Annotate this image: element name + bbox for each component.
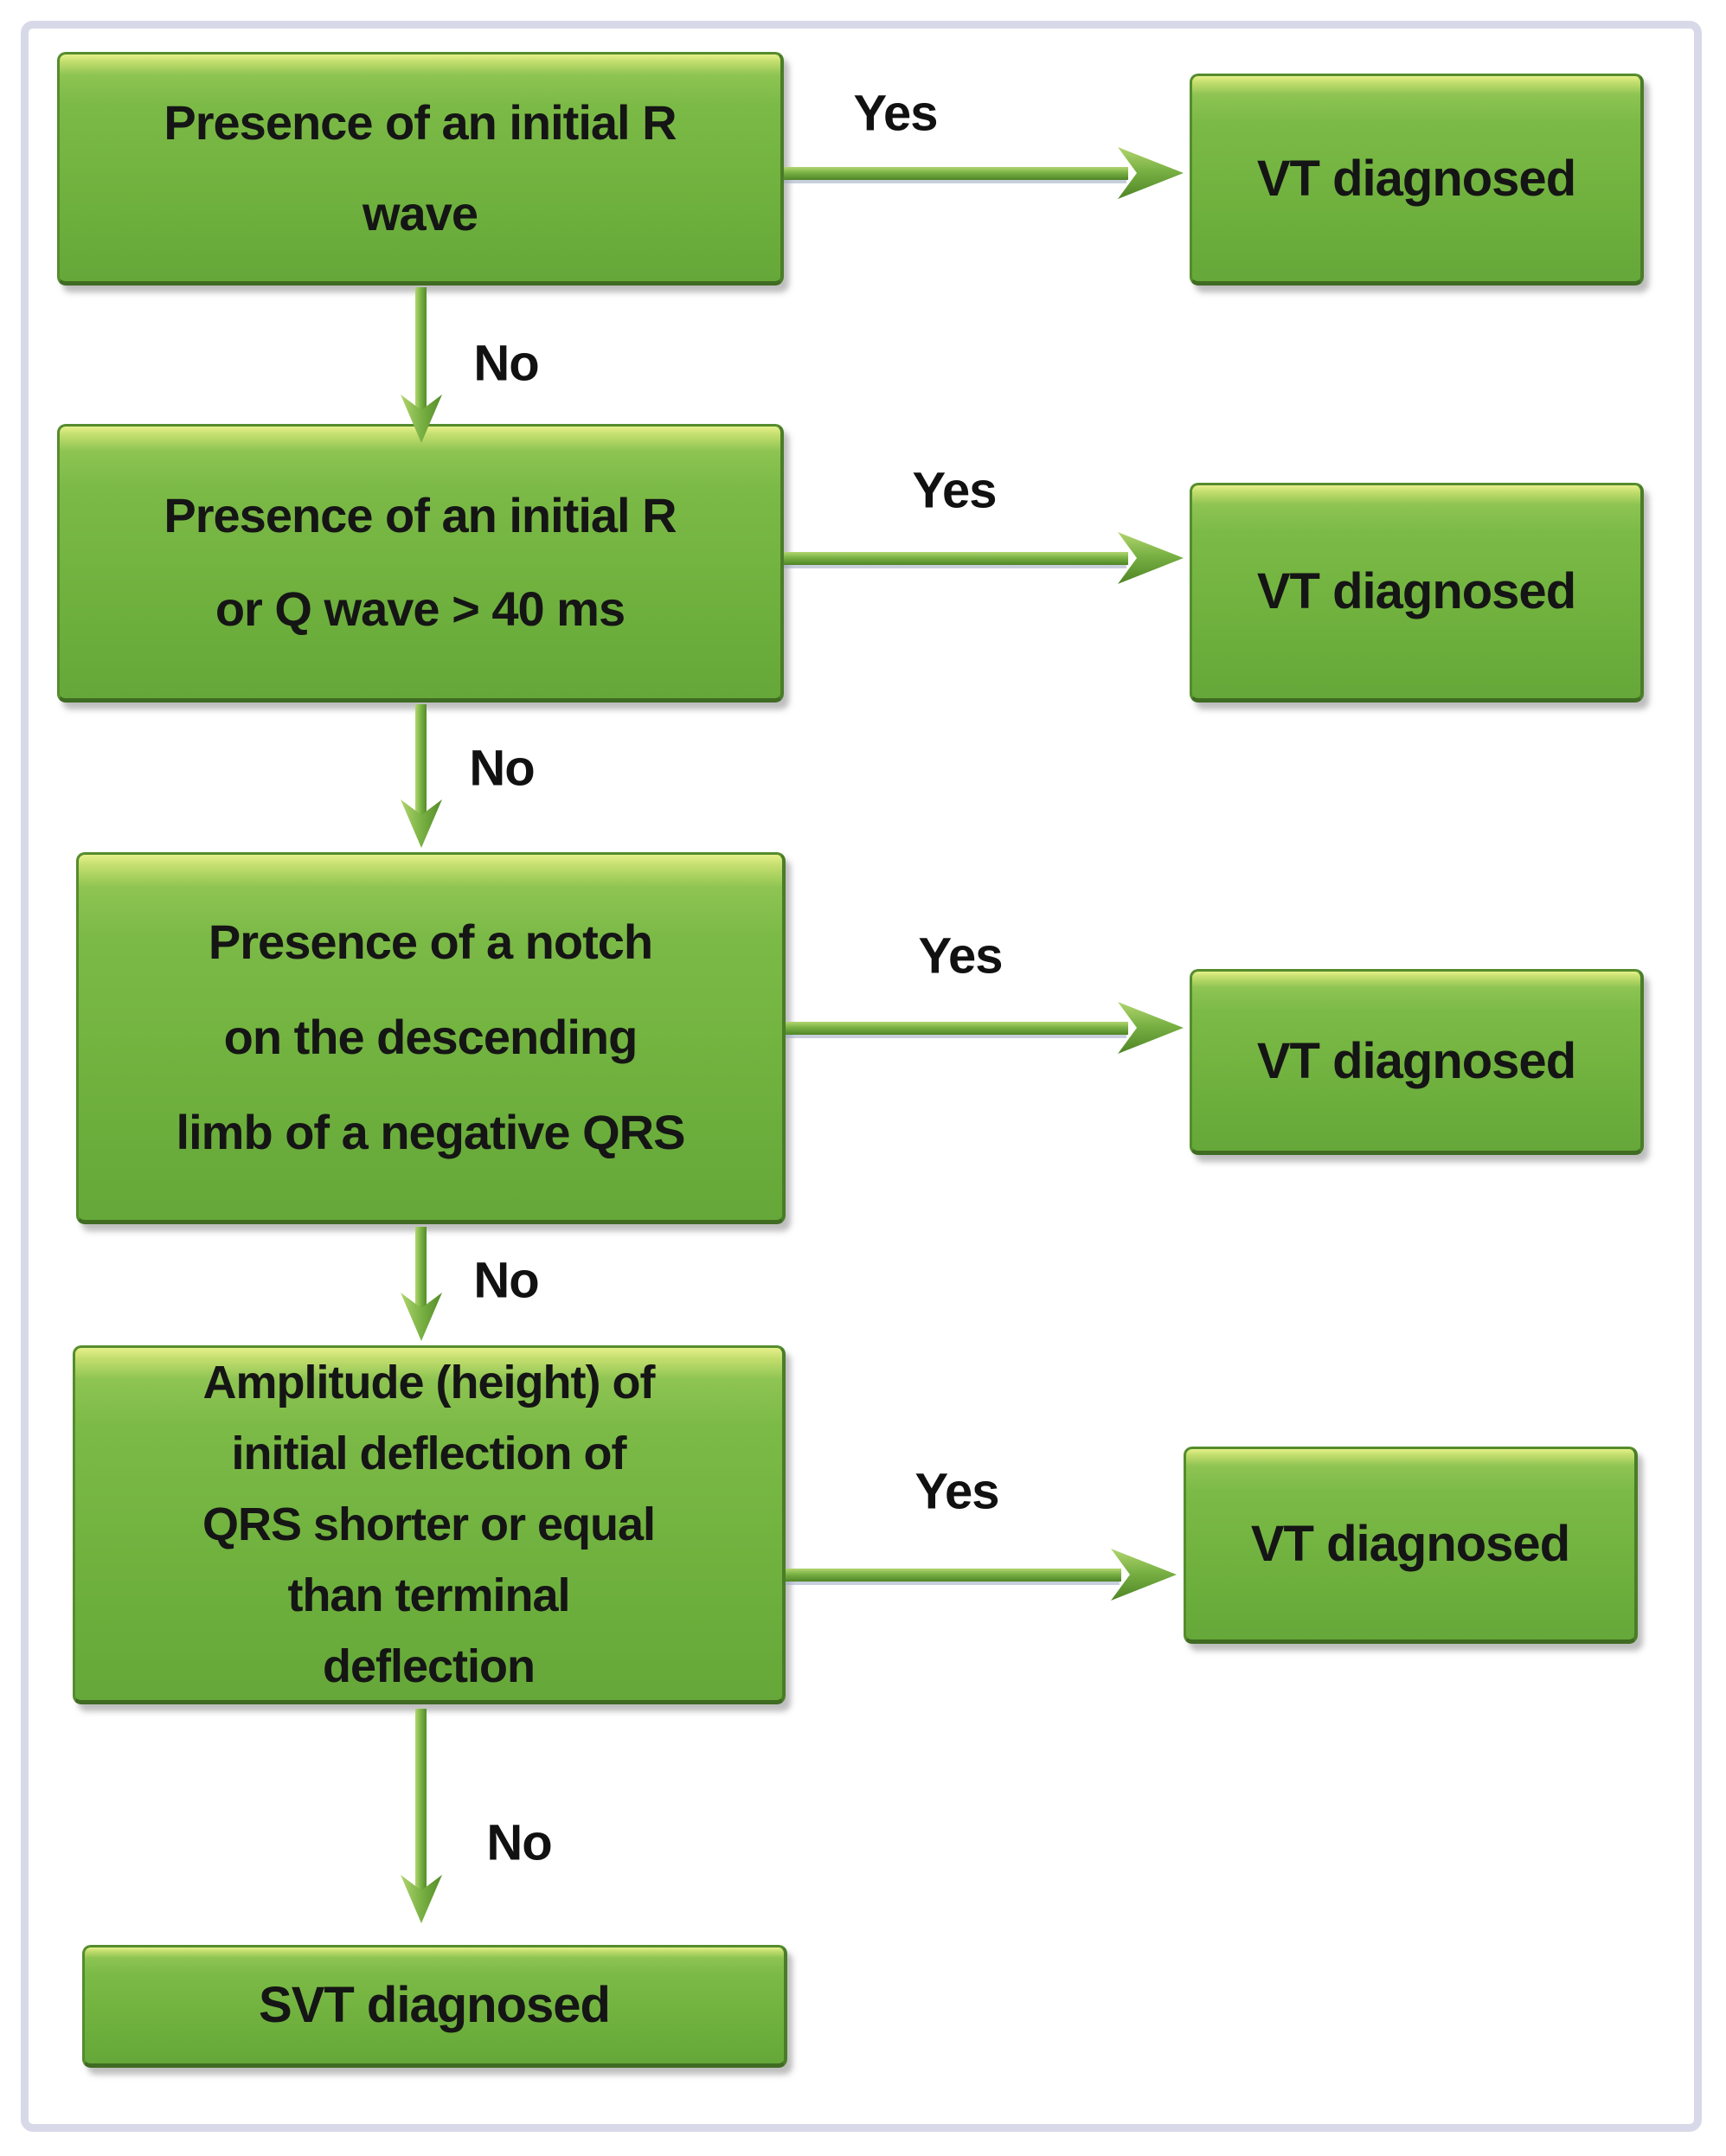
no-arrow-2: [395, 704, 447, 854]
yes-arrow-4: [786, 1547, 1177, 1607]
node-question-r-or-q-wave-40ms: Presence of an initial R or Q wave > 40 …: [57, 424, 784, 703]
vt-result-text-3: VT diagnosed: [1256, 1032, 1576, 1089]
yes-label-4: Yes: [914, 1463, 1000, 1520]
yes-arrow-3: [786, 1000, 1184, 1060]
node-question-amplitude-deflection-text: Amplitude (height) of initial deflection…: [202, 1356, 656, 1692]
vt-result-text-2: VT diagnosed: [1256, 563, 1576, 619]
node-result-svt-diagnosed: SVT diagnosed: [82, 1945, 787, 2068]
no-label-2: No: [469, 740, 535, 797]
node-result-vt-diagnosed-2: VT diagnosed: [1190, 483, 1644, 703]
node-result-vt-diagnosed-3: VT diagnosed: [1190, 969, 1644, 1155]
node-question-notch-descending-limb: Presence of a notch on the descending li…: [76, 852, 786, 1224]
yes-label-2: Yes: [912, 462, 998, 519]
no-label-3: No: [473, 1252, 539, 1309]
no-arrow-3: [395, 1227, 447, 1347]
node-question-initial-r-wave-text: Presence of an initial R wave: [164, 95, 677, 241]
yes-arrow-2: [784, 530, 1184, 590]
node-result-vt-diagnosed-4: VT diagnosed: [1184, 1447, 1638, 1644]
node-question-initial-r-wave: Presence of an initial R wave: [57, 52, 784, 286]
node-question-r-or-q-wave-40ms-text: Presence of an initial R or Q wave > 40 …: [164, 488, 677, 636]
node-question-amplitude-deflection: Amplitude (height) of initial deflection…: [73, 1345, 786, 1704]
outer-frame-border: [21, 21, 1702, 2132]
no-arrow-4: [395, 1709, 447, 1929]
vt-result-text-4: VT diagnosed: [1250, 1516, 1570, 1572]
yes-label-3: Yes: [918, 927, 1004, 985]
no-arrow-1: [395, 287, 447, 449]
yes-label-1: Yes: [853, 85, 939, 142]
yes-arrow-1: [784, 145, 1184, 205]
no-label-1: No: [473, 335, 539, 392]
vt-result-text-1: VT diagnosed: [1256, 150, 1576, 207]
node-result-vt-diagnosed-1: VT diagnosed: [1190, 74, 1644, 286]
node-question-notch-descending-limb-text: Presence of a notch on the descending li…: [176, 914, 686, 1159]
no-label-4: No: [486, 1814, 552, 1871]
svt-result-text: SVT diagnosed: [259, 1977, 611, 2033]
